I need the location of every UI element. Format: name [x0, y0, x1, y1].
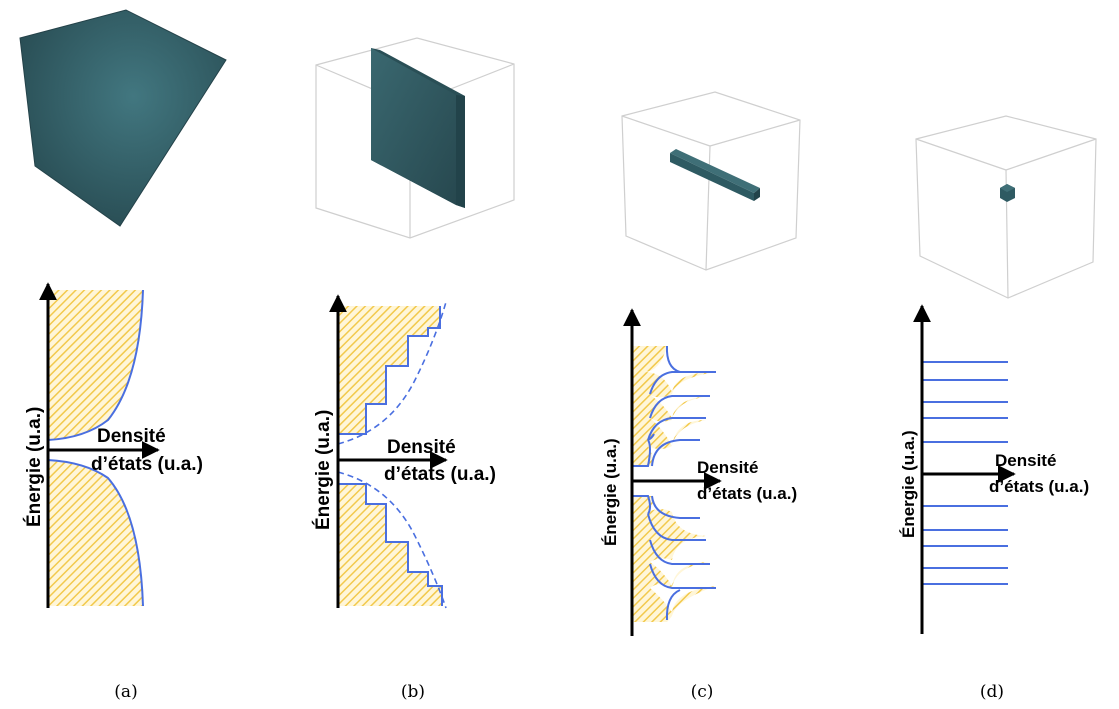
energy-axis-label: Énergie (u.a.) [899, 430, 918, 538]
caption-b: (b) [401, 682, 425, 702]
wire-dos-area-top [632, 346, 716, 466]
dos-steps-area-bottom [338, 484, 428, 606]
density-axis-label-line1: Densité [97, 426, 166, 447]
quantum-dot-cube [1000, 184, 1015, 202]
density-axis-label-line2: d’états (u.a.) [384, 464, 496, 485]
caption-c: (c) [691, 682, 714, 702]
dos-staircase-bottom [338, 483, 443, 606]
dos-area-fill-bottom-right [428, 586, 442, 606]
panel-b: Énergie (u.a.) Densité d’états (u.a.) (b… [312, 37, 515, 702]
caption-a: (a) [114, 682, 137, 702]
panel-d: Énergie (u.a.) Densité d’états (u.a.) (d… [899, 115, 1097, 702]
wire-dos-area-bottom [632, 496, 716, 622]
valence-band-area [48, 460, 143, 606]
dos-staircase-top [338, 306, 441, 435]
density-axis-label-line1: Densité [387, 437, 456, 458]
wire-dos-curves-bottom [632, 495, 716, 621]
energy-axis-label: Énergie (u.a.) [601, 438, 620, 546]
caption-d: (d) [980, 682, 1004, 702]
bulk-cube-3d [19, 9, 227, 227]
bulk-dos-reference-bottom [337, 471, 447, 609]
conduction-band-curve [47, 289, 144, 441]
valence-band-curve [47, 459, 144, 607]
energy-axis-label: Énergie (u.a.) [312, 410, 334, 530]
density-axis-label-line2: d’états (u.a.) [989, 477, 1089, 496]
wireframe-box-d [915, 115, 1097, 299]
dos-area-fill-top-right [428, 306, 440, 328]
density-axis-label-line2: d’états (u.a.) [91, 454, 203, 475]
energy-axis-label: Énergie (u.a.) [23, 407, 45, 527]
density-axis-label-line1: Densité [995, 451, 1056, 470]
quantum-well-slab [371, 48, 465, 208]
density-axis-label-line1: Densité [697, 458, 758, 477]
panel-a: Énergie (u.a.) Densité d’états (u.a.) (a… [19, 9, 227, 702]
discrete-energy-levels [922, 361, 1008, 585]
quantum-wire-bar [670, 149, 760, 201]
panel-c: Énergie (u.a.) Densité d’états (u.a.) (c… [601, 91, 801, 702]
dos-steps-area-top [338, 306, 428, 434]
bulk-dos-reference-top [337, 301, 447, 445]
conduction-band-area [48, 290, 143, 440]
wire-dos-curves-top [632, 345, 716, 467]
density-axis-label-line2: d’états (u.a.) [697, 484, 797, 503]
